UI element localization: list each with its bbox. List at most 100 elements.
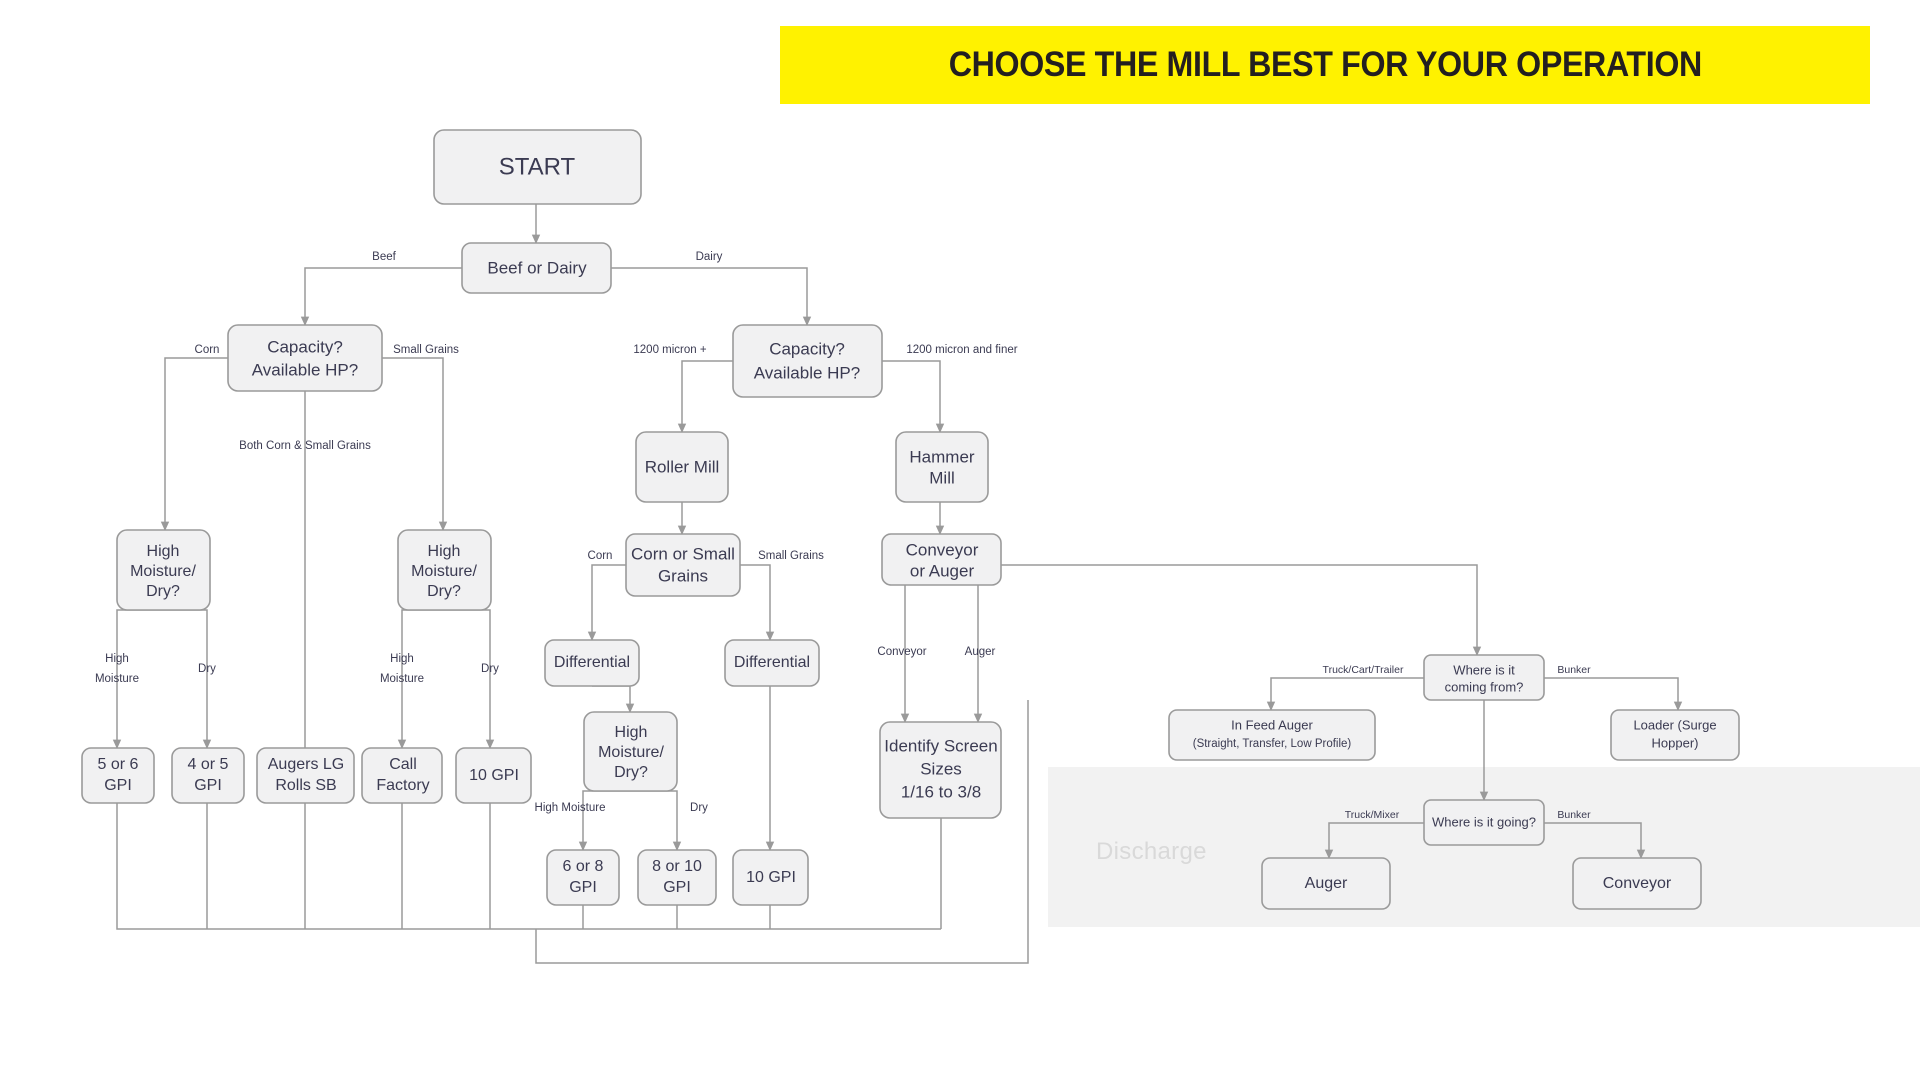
node-conveyor-or-auger-line2: or Auger xyxy=(910,561,975,580)
node-hammer-mill-line1: Hammer xyxy=(909,447,975,466)
edge-to-where-coming-from xyxy=(1001,564,1482,657)
edge-label-dry-mid: Dry xyxy=(690,802,708,814)
node-conveyor-or-auger-line1: Conveyor xyxy=(906,540,979,559)
edge-truck-cart-trailer xyxy=(1266,677,1424,712)
node-augers-lg-line1: Augers LG xyxy=(268,756,344,773)
node-in-feed-auger-line2: (Straight, Transfer, Low Profile) xyxy=(1193,738,1352,750)
node-beef-or-dairy[interactable]: Beef or Dairy xyxy=(461,242,612,294)
edge-label-bunker-in: Bunker xyxy=(1557,664,1591,676)
node-hm-dry-right-line3: Dry? xyxy=(427,583,461,600)
edge-label-corn-beef: Corn xyxy=(195,344,220,356)
node-differential-left[interactable]: Differential xyxy=(544,639,640,687)
edge-differential-to-hmdry xyxy=(592,685,635,714)
node-where-coming-from[interactable]: Where is it coming from? xyxy=(1423,654,1545,701)
node-identify-screen-line3: 1/16 to 3/8 xyxy=(901,782,981,801)
node-result-augers-lg-rolls-sb[interactable]: Augers LG Rolls SB xyxy=(256,747,355,804)
edge-label-high-moisture-left-1: High xyxy=(105,653,129,665)
node-auger-output-label: Auger xyxy=(1305,875,1348,892)
edge-truck-mixer xyxy=(1324,822,1424,860)
node-corn-or-small-grains[interactable]: Corn or Small Grains xyxy=(625,533,741,597)
edge-label-bunker-out: Bunker xyxy=(1557,809,1591,821)
edge-high-moisture-mid xyxy=(578,790,630,852)
node-call-factory-line1: Call xyxy=(389,756,417,773)
node-loader-surge-hopper[interactable]: Loader (Surge Hopper) xyxy=(1610,709,1740,761)
node-hm-dry-left-line3: Dry? xyxy=(146,583,180,600)
node-beef-capacity[interactable]: Capacity? Available HP? xyxy=(227,324,383,392)
node-roller-mill[interactable]: Roller Mill xyxy=(635,431,729,503)
node-identify-screen-line2: Sizes xyxy=(920,759,962,778)
node-dairy-capacity[interactable]: Capacity? Available HP? xyxy=(732,324,883,398)
edge-small-grains-mid xyxy=(740,564,775,642)
node-beef-hm-dry-left[interactable]: High Moisture/ Dry? xyxy=(116,529,211,611)
node-5-or-6-gpi-line1: 5 or 6 xyxy=(98,756,139,773)
node-corn-or-small-grains-line1: Corn or Small xyxy=(631,544,735,563)
node-10-gpi-b-label: 10 GPI xyxy=(746,869,796,886)
node-in-feed-auger-line1: In Feed Auger xyxy=(1231,717,1313,732)
node-hammer-mill[interactable]: Hammer Mill xyxy=(895,431,989,503)
node-identify-screen-line1: Identify Screen xyxy=(884,736,997,755)
edge-bunker-out xyxy=(1544,822,1646,860)
node-hammer-mill-line2: Mill xyxy=(929,468,955,487)
node-result-call-factory[interactable]: Call Factory xyxy=(361,747,443,804)
edge-bottom-rail-1 xyxy=(116,791,941,930)
node-roller-mill-label: Roller Mill xyxy=(645,457,720,476)
node-mid-hm-dry[interactable]: High Moisture/ Dry? xyxy=(583,711,678,792)
discharge-panel-label: Discharge xyxy=(1096,838,1207,865)
node-result-5-or-6-gpi[interactable]: 5 or 6 GPI xyxy=(81,747,155,804)
edge-label-truck-mixer: Truck/Mixer xyxy=(1345,809,1400,821)
node-conveyor-output[interactable]: Conveyor xyxy=(1572,857,1702,910)
edge-corn-beef xyxy=(160,357,228,532)
edge-label-micron-finer: 1200 micron and finer xyxy=(906,344,1017,356)
node-beef-hm-dry-right[interactable]: High Moisture/ Dry? xyxy=(397,529,492,611)
edges xyxy=(112,204,1683,964)
edge-micron-plus xyxy=(677,360,733,434)
node-conveyor-or-auger[interactable]: Conveyor or Auger xyxy=(881,533,1002,586)
node-start[interactable]: START xyxy=(433,129,642,205)
node-dairy-capacity-line2: Available HP? xyxy=(754,363,860,382)
edge-label-dry-left: Dry xyxy=(198,663,216,675)
edge-small-grains-beef xyxy=(382,357,448,532)
node-loader-surge-line2: Hopper) xyxy=(1652,735,1699,750)
node-result-8-or-10-gpi[interactable]: 8 or 10 GPI xyxy=(637,849,717,906)
node-identify-screen-sizes[interactable]: Identify Screen Sizes 1/16 to 3/8 xyxy=(879,721,1002,819)
page-title: CHOOSE THE MILL BEST FOR YOUR OPERATION xyxy=(948,45,1702,84)
edge-label-high-moisture-right-1: High xyxy=(390,653,414,665)
edge-label-truck-cart-trailer: Truck/Cart/Trailer xyxy=(1323,664,1404,676)
node-dairy-capacity-line1: Capacity? xyxy=(769,339,845,358)
edge-label-auger: Auger xyxy=(965,646,996,658)
node-hm-dry-right-line1: High xyxy=(428,543,461,560)
node-result-6-or-8-gpi[interactable]: 6 or 8 GPI xyxy=(546,849,620,906)
node-result-10-gpi-a[interactable]: 10 GPI xyxy=(455,747,532,804)
edge-label-high-moisture-mid: High Moisture xyxy=(535,802,606,814)
node-result-10-gpi-b[interactable]: 10 GPI xyxy=(732,849,809,906)
node-5-or-6-gpi-line2: GPI xyxy=(104,777,132,794)
edge-label-small-grains-mid: Small Grains xyxy=(758,550,824,562)
edge-label-dairy: Dairy xyxy=(696,251,723,263)
node-beef-capacity-line2: Available HP? xyxy=(252,360,358,379)
node-beef-or-dairy-label: Beef or Dairy xyxy=(487,258,587,277)
edge-label-both-corn-small-grains: Both Corn & Small Grains xyxy=(239,440,371,452)
node-where-coming-from-line2: coming from? xyxy=(1445,679,1524,694)
edge-dry-right xyxy=(443,609,495,750)
edge-label-corn-mid: Corn xyxy=(588,550,613,562)
node-mid-hm-dry-line3: Dry? xyxy=(614,764,648,781)
node-beef-capacity-line1: Capacity? xyxy=(267,337,343,356)
edge-label-high-moisture-left-2: Moisture xyxy=(95,673,139,685)
node-4-or-5-gpi-line1: 4 or 5 xyxy=(188,756,229,773)
node-augers-lg-line2: Rolls SB xyxy=(275,777,336,794)
node-mid-hm-dry-line2: Moisture/ xyxy=(598,744,664,761)
node-differential-right[interactable]: Differential xyxy=(724,639,820,687)
node-loader-surge-line1: Loader (Surge xyxy=(1633,717,1716,732)
node-10-gpi-a-label: 10 GPI xyxy=(469,767,519,784)
edge-label-conveyor: Conveyor xyxy=(877,646,926,658)
node-in-feed-auger[interactable]: In Feed Auger (Straight, Transfer, Low P… xyxy=(1168,709,1376,761)
node-8-or-10-gpi-line2: GPI xyxy=(663,879,691,896)
node-auger-output[interactable]: Auger xyxy=(1261,857,1391,910)
node-conveyor-output-label: Conveyor xyxy=(1603,875,1672,892)
node-call-factory-line2: Factory xyxy=(376,777,429,794)
node-hm-dry-right-line2: Moisture/ xyxy=(411,563,477,580)
node-result-4-or-5-gpi[interactable]: 4 or 5 GPI xyxy=(171,747,245,804)
node-where-coming-from-line1: Where is it xyxy=(1453,662,1515,677)
node-where-going[interactable]: Where is it going? xyxy=(1423,799,1545,846)
